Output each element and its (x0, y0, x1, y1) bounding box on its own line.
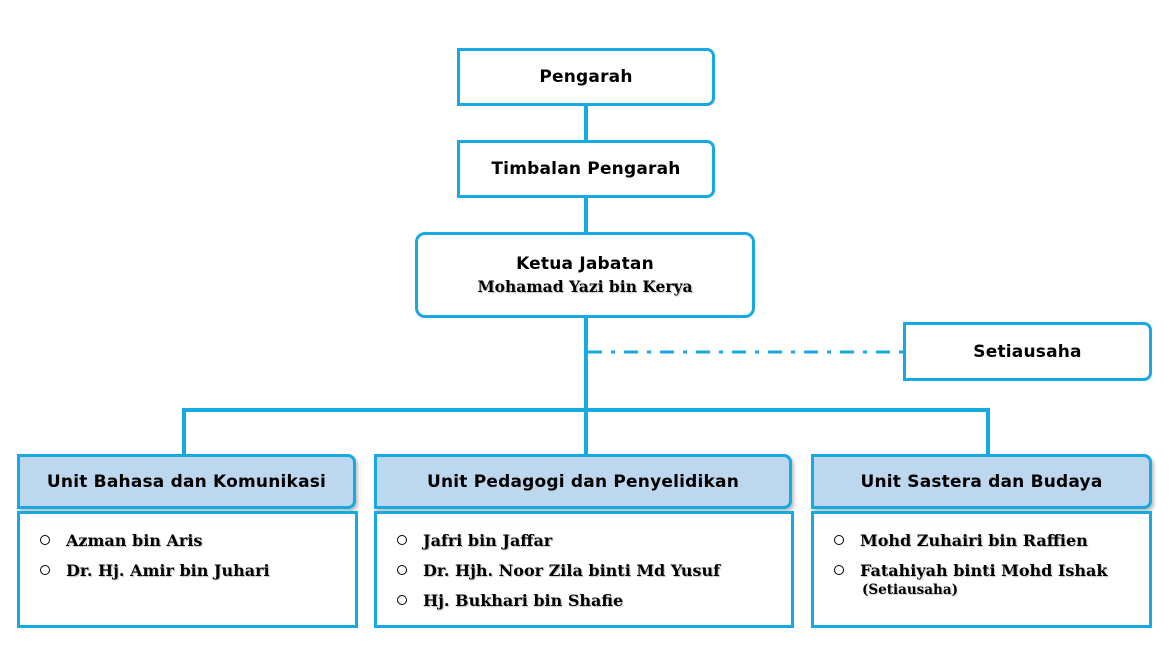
list-item: Hj. Bukhari bin Shafie (377, 586, 791, 616)
list-item: Fatahiyah binti Mohd Ishak (814, 556, 1149, 586)
unit-header-bahasa: Unit Bahasa dan Komunikasi (17, 454, 356, 509)
unit-members-bahasa: Azman bin Aris Dr. Hj. Amir bin Juhari (17, 511, 358, 628)
head-name-label: Mohamad Yazi bin Kerya (477, 277, 693, 296)
member-name: Fatahiyah binti Mohd Ishak (860, 561, 1108, 580)
unit-title: Unit Pedagogi dan Penyelidikan (426, 471, 740, 492)
unit-title: Unit Sastera dan Budaya (860, 471, 1103, 492)
bullet-icon (397, 595, 407, 605)
list-item: Dr. Hjh. Noor Zila binti Md Yusuf (377, 556, 791, 586)
unit-header-pedagogi: Unit Pedagogi dan Penyelidikan (374, 454, 792, 509)
secretary-label: Setiausaha (973, 341, 1082, 362)
deputy-director-box: Timbalan Pengarah (457, 140, 715, 198)
member-name: Jafri bin Jaffar (423, 531, 553, 550)
list-item: Jafri bin Jaffar (377, 526, 791, 556)
bullet-icon (834, 535, 844, 545)
deputy-director-label: Timbalan Pengarah (491, 159, 681, 179)
list-item: Azman bin Aris (20, 526, 355, 556)
head-of-department-box: Ketua Jabatan Mohamad Yazi bin Kerya (415, 232, 755, 318)
bullet-icon (834, 565, 844, 575)
member-name: Dr. Hjh. Noor Zila binti Md Yusuf (423, 561, 720, 580)
bullet-icon (40, 565, 50, 575)
list-item: Dr. Hj. Amir bin Juhari (20, 556, 355, 586)
director-label: Pengarah (539, 67, 633, 87)
bullet-icon (397, 535, 407, 545)
member-name: Mohd Zuhairi bin Raffien (860, 531, 1088, 550)
bullet-icon (397, 565, 407, 575)
unit-members-pedagogi: Jafri bin Jaffar Dr. Hjh. Noor Zila bint… (374, 511, 794, 628)
unit-members-sastera: Mohd Zuhairi bin Raffien Fatahiyah binti… (811, 511, 1152, 628)
member-name: Azman bin Aris (66, 531, 203, 550)
bullet-icon (40, 535, 50, 545)
unit-title: Unit Bahasa dan Komunikasi (46, 471, 327, 492)
unit-header-sastera: Unit Sastera dan Budaya (811, 454, 1152, 509)
member-name: Hj. Bukhari bin Shafie (423, 591, 624, 610)
member-role-note: (Setiausaha) (862, 582, 958, 598)
director-box: Pengarah (457, 48, 715, 106)
head-title-label: Ketua Jabatan (516, 254, 654, 274)
secretary-box: Setiausaha (903, 322, 1152, 381)
list-item: Mohd Zuhairi bin Raffien (814, 526, 1149, 556)
member-name: Dr. Hj. Amir bin Juhari (66, 561, 270, 580)
